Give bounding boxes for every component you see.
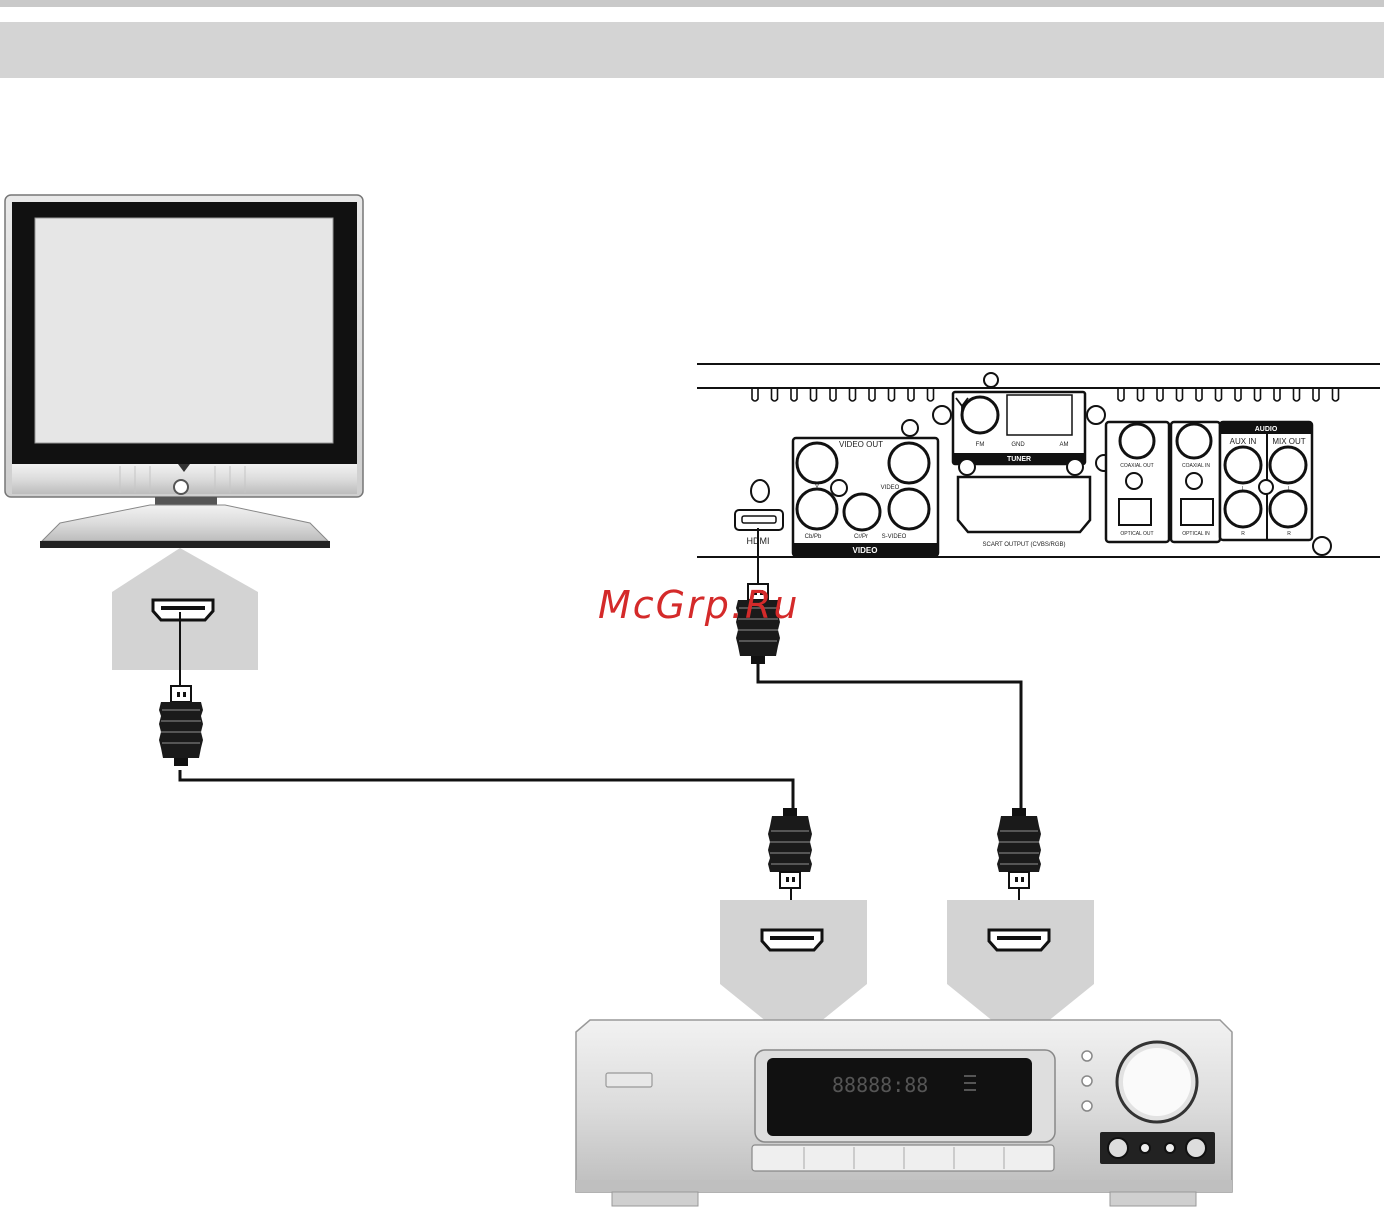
vent-slot <box>830 389 836 401</box>
vent-slot <box>1235 389 1241 401</box>
vent-slot <box>791 389 797 401</box>
gnd-label: GND <box>1011 442 1025 448</box>
receiver-hdmi-callout-1 <box>720 900 867 1022</box>
s-video-label: S-VIDEO <box>882 534 907 540</box>
video-group-label: VIDEO <box>853 546 878 555</box>
receiver-hdmi-port-2-icon <box>989 930 1049 950</box>
receiver-hdmi-callout-2 <box>947 900 1094 1022</box>
aux-l-label: L <box>1242 486 1245 492</box>
vent-slot <box>772 389 778 401</box>
tuner-label: TUNER <box>1007 456 1031 463</box>
optical-in-label: OPTICAL IN <box>1182 531 1210 537</box>
watermark: McGrp.Ru <box>598 583 799 627</box>
am-label: AM <box>1060 442 1069 448</box>
vent-slot <box>1255 389 1261 401</box>
vent-slot <box>1313 389 1319 401</box>
player-rear-panel: HDMI VIDEO VIDEO OUT Y VIDEO Cb/Pb Cr/Pr… <box>697 364 1380 557</box>
vent-slot <box>1216 389 1222 401</box>
optical-out-label: OPTICAL OUT <box>1120 531 1153 537</box>
vent-slot <box>1294 389 1300 401</box>
mix-out-label: MIX OUT <box>1272 437 1305 446</box>
video-jack-label: VIDEO <box>881 485 900 491</box>
coaxial-out-label: COAXIAL OUT <box>1120 463 1153 469</box>
cbpb-label: Cb/Pb <box>805 534 822 540</box>
vent-slot <box>908 389 914 401</box>
vent-slot <box>850 389 856 401</box>
receiver-hdmi-port-1-icon <box>762 930 822 950</box>
y-label: Y <box>815 485 819 491</box>
coaxial-in-label: COAXIAL IN <box>1182 463 1210 469</box>
scart-label: SCART OUTPUT (CVBS/RGB) <box>982 542 1065 548</box>
vent-slot <box>928 389 934 401</box>
fm-label: FM <box>976 442 985 448</box>
video-out-label: VIDEO OUT <box>839 440 883 449</box>
vent-slot <box>1333 389 1339 401</box>
tv-hdmi-port-icon <box>153 600 213 620</box>
aux-r-label: R <box>1241 531 1245 537</box>
receiver-out-cable-plug <box>997 808 1041 888</box>
vent-slot <box>889 389 895 401</box>
receiver-display: 88888:88 <box>832 1073 928 1097</box>
vent-slot <box>1157 389 1163 401</box>
av-receiver: 88888:88 <box>576 1020 1232 1206</box>
vent-slot <box>1196 389 1202 401</box>
audio-label: AUDIO <box>1255 426 1278 433</box>
mix-l-label: L <box>1288 486 1291 492</box>
crpr-label: Cr/Pr <box>854 534 868 540</box>
vent-slot <box>752 389 758 401</box>
vent-slot <box>1138 389 1144 401</box>
mix-r-label: R <box>1287 531 1291 537</box>
vent-slot <box>1177 389 1183 401</box>
vent-slot <box>869 389 875 401</box>
tv-cable-plug <box>159 686 203 766</box>
lcd-tv <box>5 195 363 548</box>
vent-slot <box>811 389 817 401</box>
aux-in-label: AUX IN <box>1230 437 1257 446</box>
vent-slot <box>1118 389 1124 401</box>
receiver-in-cable-plug <box>768 808 812 888</box>
vent-slot <box>1274 389 1280 401</box>
tv-hdmi-callout <box>112 548 258 670</box>
